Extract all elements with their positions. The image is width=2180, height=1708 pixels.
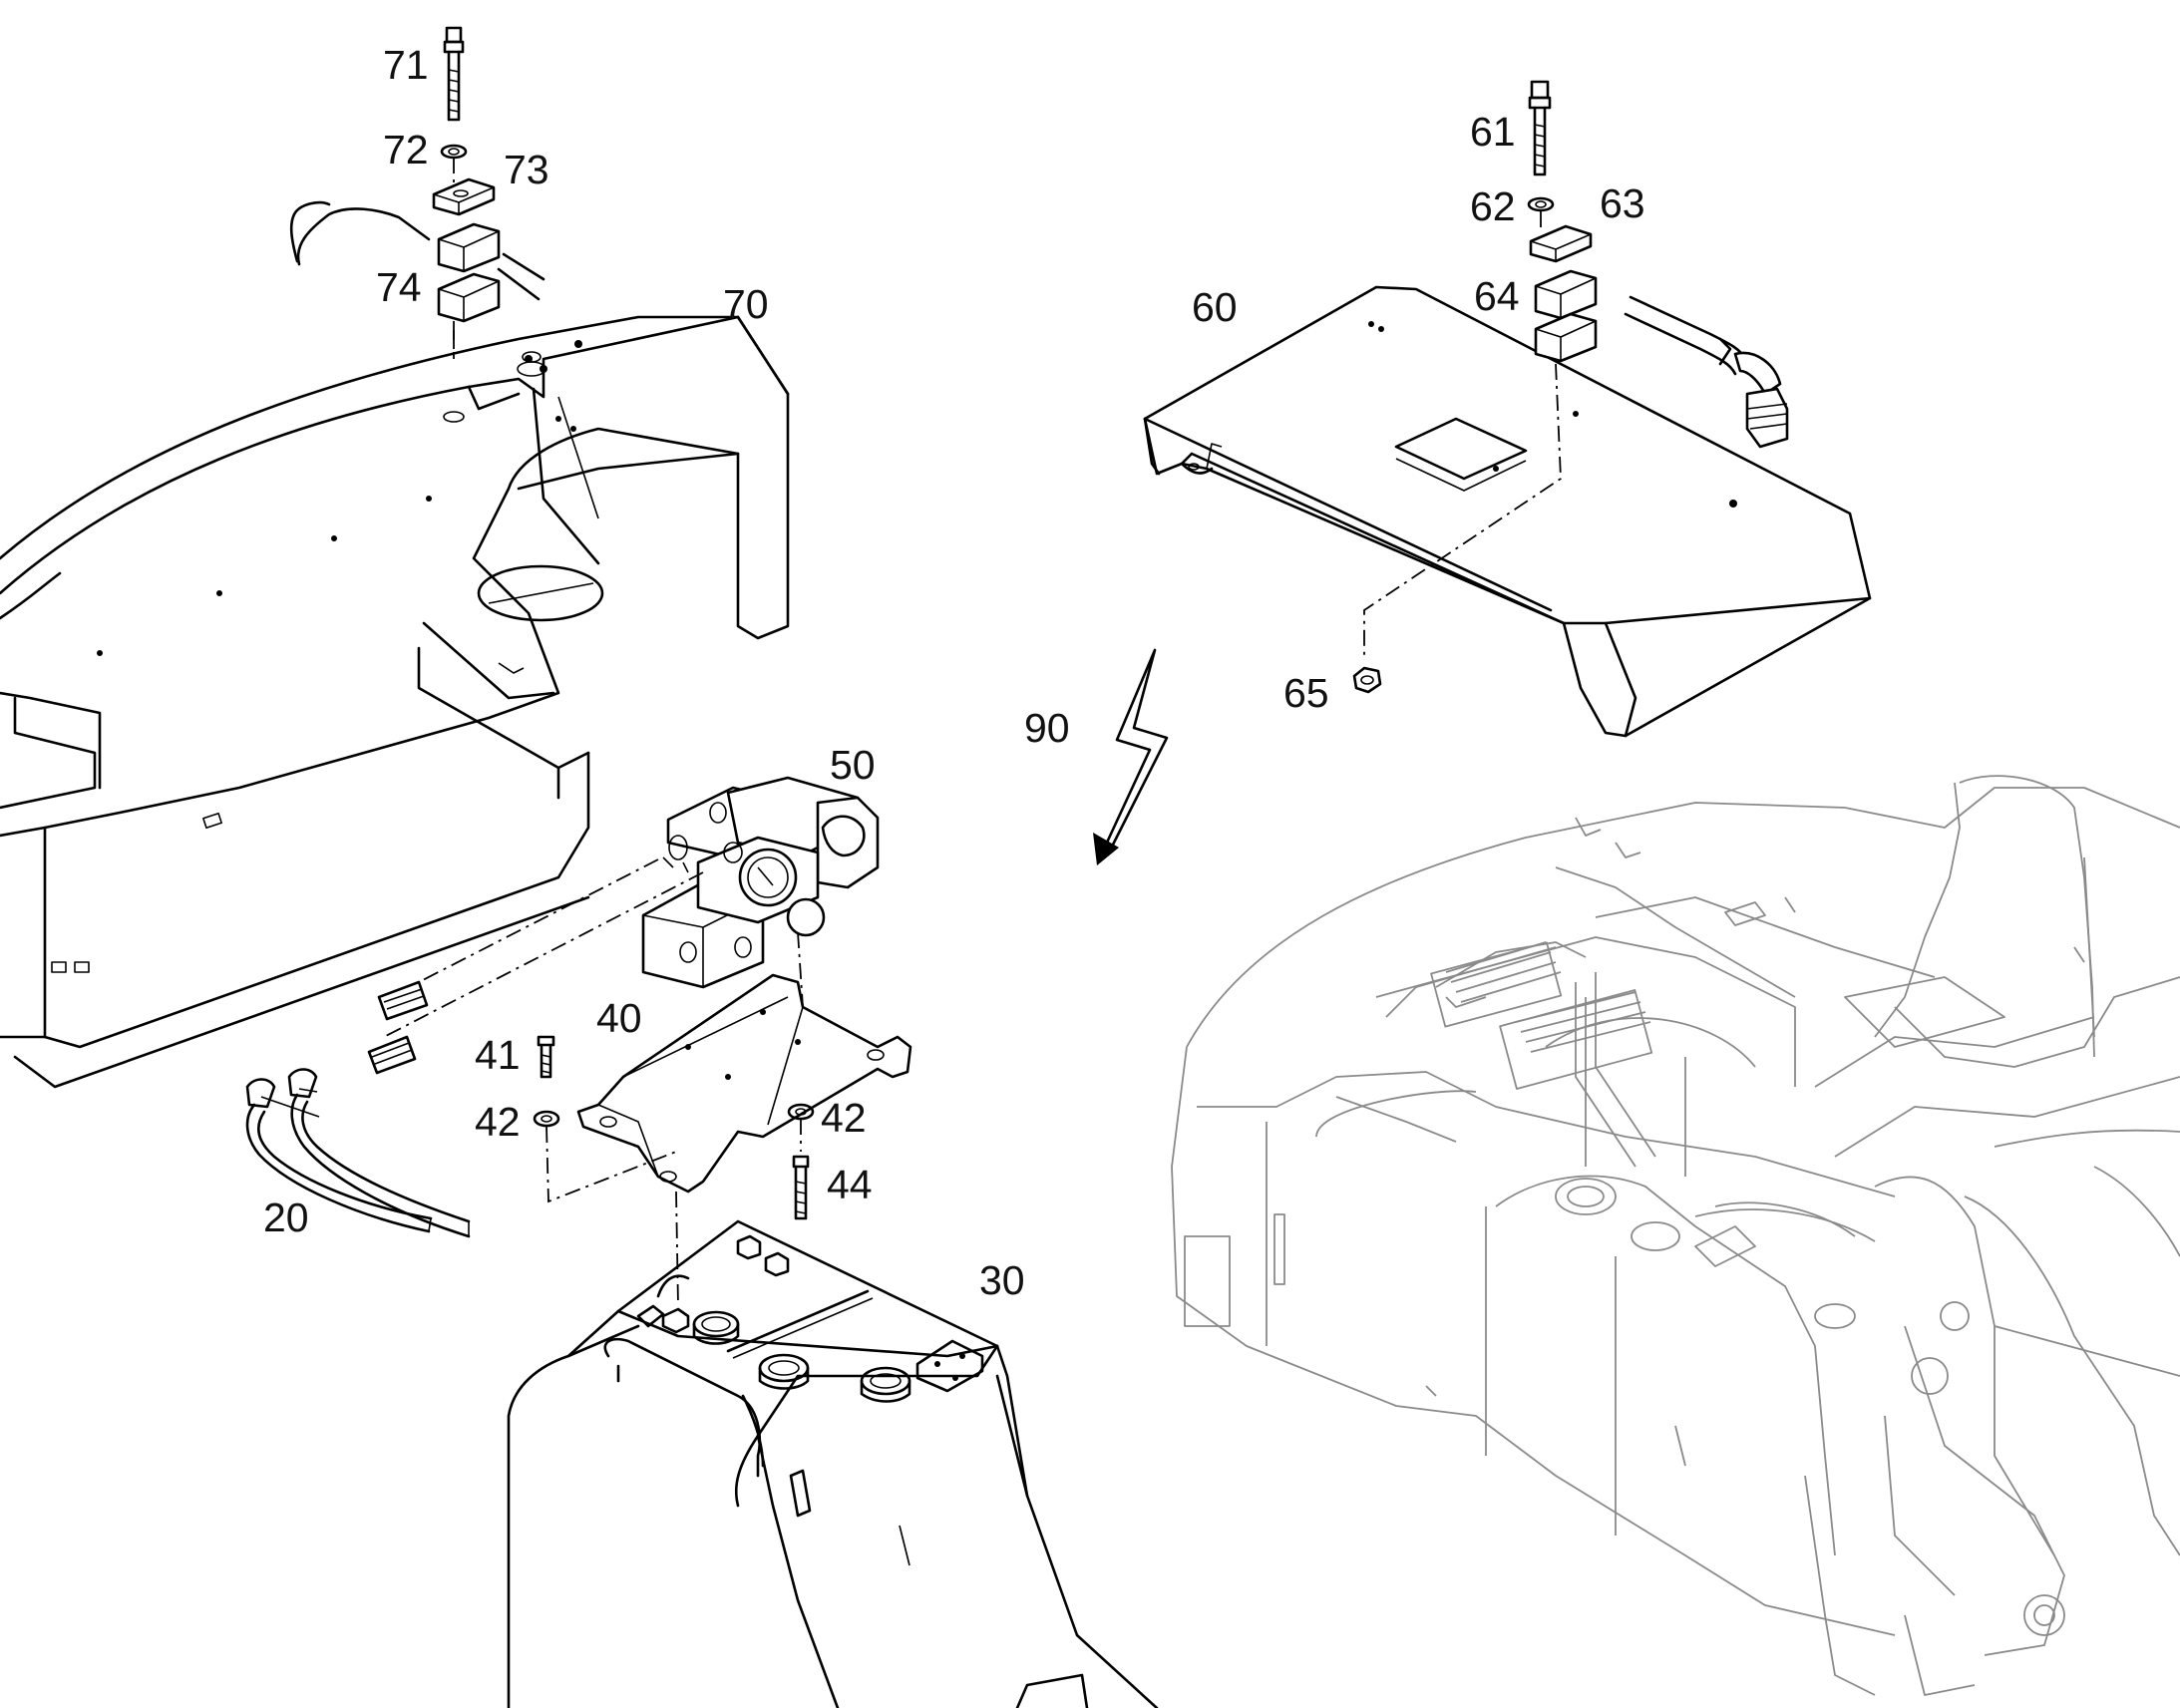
callout-74: 74	[376, 264, 422, 310]
callout-42-right: 42	[821, 1095, 867, 1141]
callout-73: 73	[504, 147, 549, 192]
callout-60: 60	[1192, 284, 1238, 330]
callout-62: 62	[1470, 183, 1516, 229]
bracket-40	[533, 973, 912, 1307]
callout-20: 20	[263, 1195, 309, 1240]
callout-44: 44	[827, 1162, 873, 1207]
callout-50: 50	[830, 742, 876, 788]
callout-90: 90	[1024, 705, 1070, 751]
cover-70	[0, 299, 790, 1089]
callout-40: 40	[596, 995, 642, 1041]
machine-overview	[1171, 775, 2180, 1696]
callout-65: 65	[1283, 670, 1329, 716]
callout-41: 41	[475, 1032, 521, 1078]
cover-60	[1143, 80, 1872, 738]
callout-42-left: 42	[475, 1099, 521, 1145]
callout-64: 64	[1474, 273, 1520, 319]
callout-71: 71	[383, 42, 429, 88]
callout-61: 61	[1470, 109, 1516, 155]
valve-block-50	[383, 776, 880, 1038]
hoses-20	[245, 980, 471, 1238]
callout-72: 72	[383, 127, 429, 172]
tank-30	[507, 1219, 1159, 1708]
callout-30: 30	[979, 1257, 1025, 1303]
lightning-arrow-90	[1093, 648, 1169, 865]
clamp-stack-71-74	[289, 26, 545, 359]
callout-70: 70	[723, 281, 769, 327]
callout-63: 63	[1600, 180, 1645, 226]
